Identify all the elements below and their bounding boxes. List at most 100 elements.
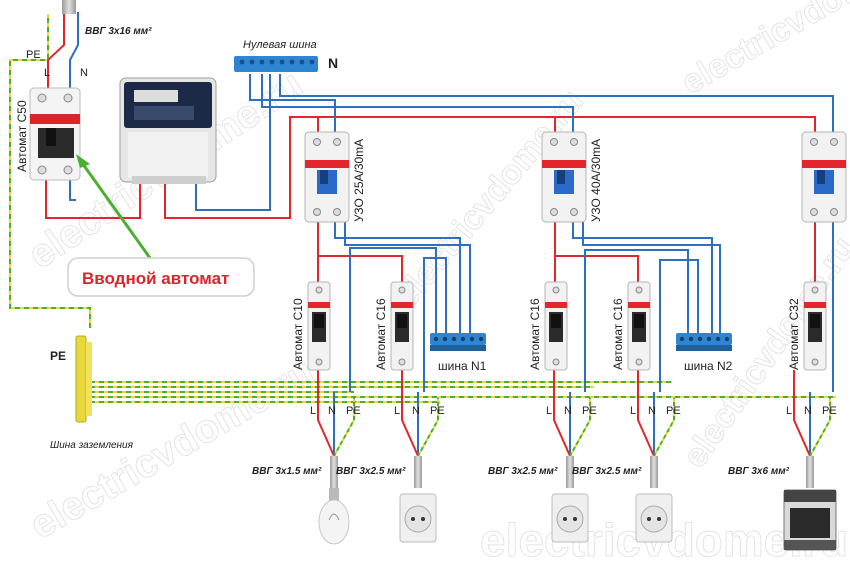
bus-screw	[299, 59, 305, 65]
watermark-text: electricvdome.ru	[675, 0, 850, 102]
cable-label: ВВГ 3х2.5 мм²	[336, 466, 406, 477]
electricity-meter	[119, 77, 217, 184]
phase-terminal-label: L	[546, 405, 552, 417]
cable-sheath	[806, 456, 814, 488]
main-breaker-label: Автомат С50	[15, 100, 29, 172]
rcd-label: УЗО 25А/30mA	[352, 139, 366, 222]
bus-screw	[715, 336, 721, 342]
bus-screw	[259, 59, 265, 65]
circuit-wires	[317, 370, 831, 457]
neutral-bus: Нулевая шина N	[234, 39, 338, 72]
neutral-bus-letter: N	[328, 55, 338, 71]
bus-screw	[697, 336, 703, 342]
bus-screw	[451, 336, 457, 342]
ground-terminal-label: PE	[666, 405, 681, 417]
breaker-label: Автомат С16	[374, 298, 388, 370]
cable-sheath	[330, 456, 338, 488]
sub-bus-group: шина N1 шина N2	[430, 333, 733, 373]
neutral-terminal-label: N	[564, 405, 572, 417]
rcd: УЗО 40А/30mA	[801, 131, 850, 223]
breaker-label: Автомат С16	[528, 298, 542, 370]
circuit-breaker: Автомат С10	[291, 281, 331, 371]
bus-screw	[460, 336, 466, 342]
neutral-terminal-label: N	[648, 405, 656, 417]
bus-screw	[724, 336, 730, 342]
sub-bus-label: шина N1	[438, 359, 487, 373]
circuit-breaker: Автомат С16	[374, 281, 414, 371]
neutral-bus-label: Нулевая шина	[243, 39, 317, 51]
bus-screw	[442, 336, 448, 342]
bus-screw	[433, 336, 439, 342]
callout: Вводной автомат	[67, 154, 255, 297]
cable-label: ВВГ 3х2.5 мм²	[488, 466, 558, 477]
cable-sheath	[414, 456, 422, 488]
rcd-label: УЗО 40А/30mA	[589, 139, 603, 222]
breaker-group: Автомат С10 Автомат С16 Автомат С16 Автомат…	[291, 281, 827, 371]
bus-screw	[269, 59, 275, 65]
ground-terminal-label: PE	[346, 405, 361, 417]
bus-screw	[289, 59, 295, 65]
main-breaker: Автомат С50	[15, 87, 81, 181]
breaker-label: Автомат С10	[291, 298, 305, 370]
neutral-wires	[69, 12, 834, 392]
bus-screw	[478, 336, 484, 342]
circuit-breaker: Автомат С16	[611, 281, 651, 371]
phase-terminal-label: L	[394, 405, 400, 417]
input-n-label: N	[80, 67, 88, 79]
bus-screw	[239, 59, 245, 65]
phase-terminal-label: L	[310, 405, 316, 417]
ground-bus-pe-label: PE	[50, 349, 66, 363]
ground-terminal-label: PE	[822, 405, 837, 417]
cable-label: ВВГ 3х2.5 мм²	[572, 466, 642, 477]
rcd: УЗО 25А/30mA	[304, 131, 366, 223]
ground-bus-label: Шина заземления	[50, 440, 134, 451]
phase-wires	[45, 12, 816, 282]
neutral-terminal-label: N	[412, 405, 420, 417]
callout-text: Вводной автомат	[82, 269, 229, 288]
input-cable-label: ВВГ 3х16 мм²	[85, 26, 152, 37]
neutral-terminal-label: N	[328, 405, 336, 417]
phase-terminal-label: L	[786, 405, 792, 417]
breaker-label: Автомат С16	[611, 298, 625, 370]
ground-terminal-label: PE	[430, 405, 445, 417]
ground-bus: PE Шина заземления	[50, 335, 134, 451]
circuit-breaker: Автомат С16	[528, 281, 568, 371]
ground-wires	[9, 14, 836, 403]
sub-bus-label: шина N2	[684, 359, 733, 373]
breaker-label: Автомат С32	[787, 298, 801, 370]
cable-sheath	[650, 456, 658, 488]
circuit-breaker: Автомат С32	[787, 281, 827, 371]
input-cable: ВВГ 3х16 мм² PE L N	[26, 0, 152, 79]
socket-icon	[551, 493, 589, 543]
bus-screw	[706, 336, 712, 342]
neutral-sub-bus: шина N1	[430, 333, 487, 373]
bus-screw	[309, 59, 315, 65]
rcd-group: УЗО 25А/30mA УЗО 40А/30mA УЗО 40А/30mA	[304, 131, 850, 223]
cable-sheath	[566, 456, 574, 488]
cable-label: ВВГ 3х6 мм²	[728, 466, 790, 477]
socket-icon	[399, 493, 437, 543]
neutral-sub-bus: шина N2	[676, 333, 733, 373]
bus-screw	[679, 336, 685, 342]
bus-screw	[688, 336, 694, 342]
rcd: УЗО 40А/30mA	[541, 131, 603, 223]
neutral-terminal-label: N	[804, 405, 812, 417]
phase-terminal-label: L	[630, 405, 636, 417]
bus-screw	[249, 59, 255, 65]
input-l-label: L	[44, 67, 50, 79]
light-bulb-icon	[318, 488, 350, 545]
bus-screw	[279, 59, 285, 65]
input-pe-label: PE	[26, 49, 41, 61]
bus-screw	[469, 336, 475, 342]
cable-label: ВВГ 3х1.5 мм²	[252, 466, 322, 477]
electric-stove-icon	[783, 489, 837, 551]
ground-terminal-label: PE	[582, 405, 597, 417]
socket-icon	[635, 493, 673, 543]
